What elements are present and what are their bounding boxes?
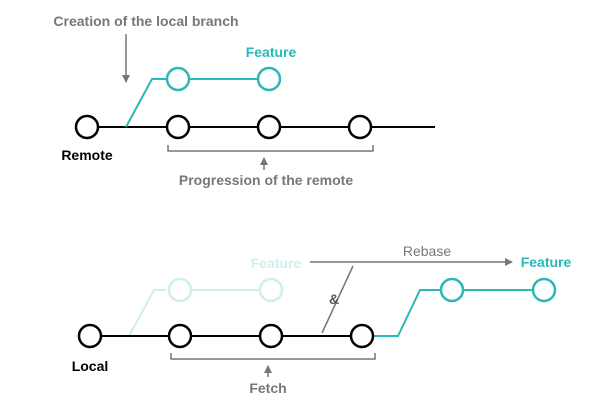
feature-branch-connector: [125, 78, 166, 128]
progression-label: Progression of the remote: [179, 172, 353, 188]
remote-commit-node: [165, 114, 191, 140]
rebased-feature-node: [439, 277, 465, 303]
bottom-diagram: Feature Rebase & Feature Local Fetch: [72, 243, 572, 396]
faded-feature-node: [258, 277, 284, 303]
rebased-feature-node: [531, 277, 557, 303]
local-commit-node: [258, 323, 284, 349]
remote-label: Remote: [61, 147, 113, 163]
remote-commit-node: [74, 114, 100, 140]
local-label: Local: [72, 358, 109, 374]
rebased-feature-label: Feature: [521, 254, 572, 270]
feature-commit-node: [165, 66, 191, 92]
local-commit-node: [77, 323, 103, 349]
faded-feature-connector: [128, 289, 166, 337]
faded-feature-label: Feature: [251, 255, 302, 271]
top-feature-label: Feature: [246, 44, 297, 60]
fetch-bracket: [170, 353, 376, 360]
top-diagram: Creation of the local branch Feature Rem…: [53, 13, 435, 188]
local-commit-node: [167, 323, 193, 349]
and-label: &: [329, 291, 339, 307]
rebase-label: Rebase: [403, 243, 451, 259]
creation-label: Creation of the local branch: [53, 13, 238, 29]
fetch-label: Fetch: [249, 380, 286, 396]
faded-feature-node: [167, 277, 193, 303]
rebased-feature-connector: [374, 289, 440, 337]
and-connector: [321, 265, 354, 334]
remote-commit-node: [256, 114, 282, 140]
feature-commit-node: [256, 66, 282, 92]
local-commit-node: [349, 323, 375, 349]
remote-commit-node: [347, 114, 373, 140]
progression-bracket: [167, 145, 374, 152]
